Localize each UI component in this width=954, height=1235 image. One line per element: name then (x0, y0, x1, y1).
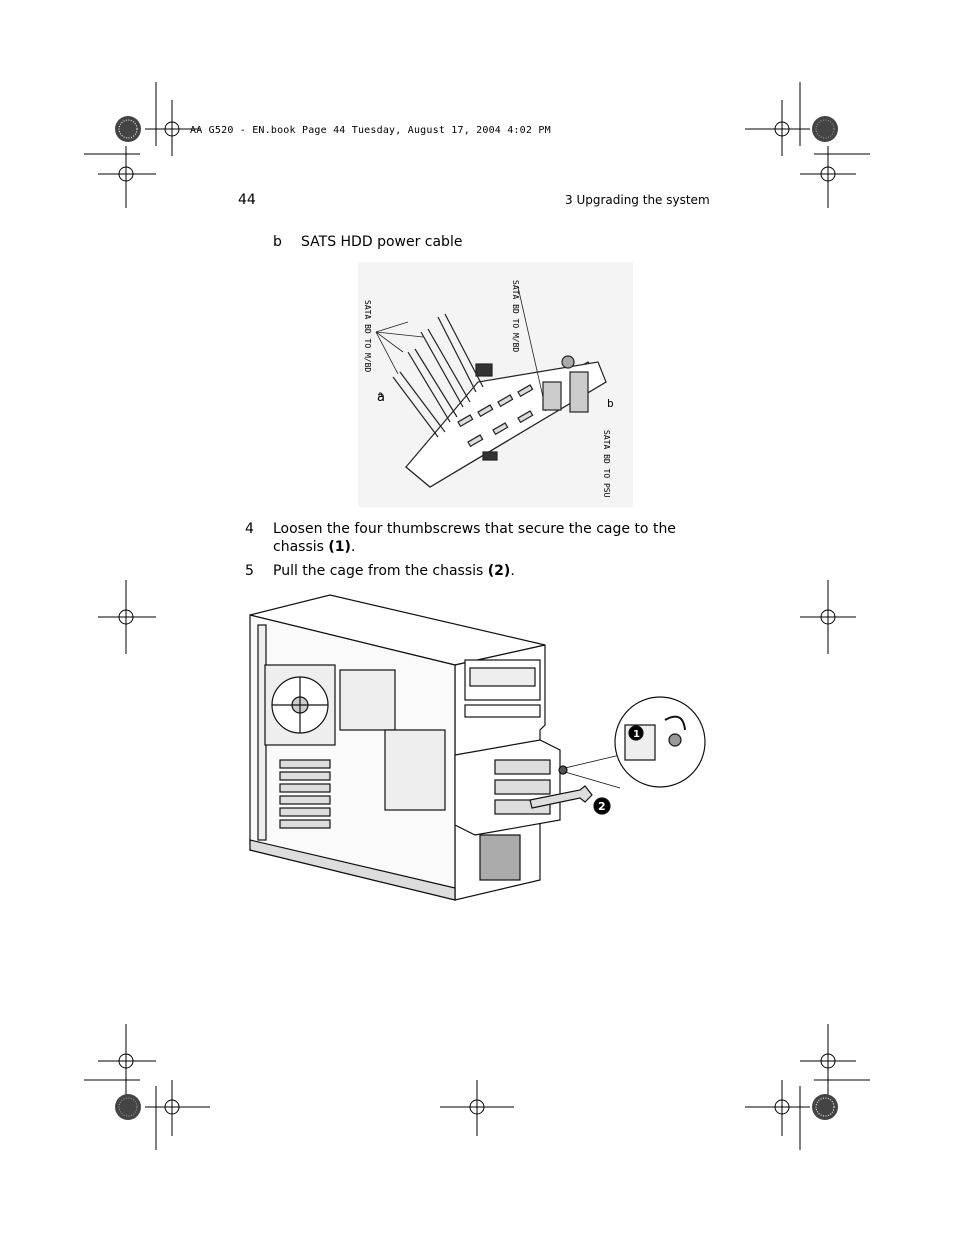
step-number: 4 (245, 521, 254, 537)
sata-backplane-figure: a b SATA BD TO M/BD SATA BD TO M/BD SATA… (358, 262, 633, 507)
step-4: 4 Loosen the four thumbscrews that secur… (245, 520, 725, 560)
callout-2: 2 (598, 800, 606, 813)
registration-target (115, 116, 838, 1120)
vertical-label-left: SATA BD TO M/BD (363, 300, 372, 372)
chassis-figure: 1 2 (249, 594, 706, 901)
step-text: Pull the cage from the chassis (2). (273, 563, 515, 579)
print-header: AA G520 - EN.book Page 44 Tuesday, Augus… (190, 125, 551, 136)
vertical-label-top: SATA BD TO M/BD (511, 280, 520, 352)
running-head: 3 Upgrading the system (565, 193, 710, 207)
a-label: a (378, 390, 383, 399)
vertical-label-right: SATA BD TO PSU (602, 430, 611, 498)
callout-1: 1 (633, 729, 640, 740)
step-number: 5 (245, 563, 254, 579)
page-number: 44 (238, 192, 256, 208)
figure1-a-label: a (377, 390, 385, 405)
b-label: b (607, 397, 614, 410)
sub-item-text: SATS HDD power cable (301, 234, 463, 250)
sub-item-letter: b (273, 234, 282, 250)
step-5: 5 Pull the cage from the chassis (2). (245, 562, 725, 582)
step-text: Loosen the four thumbscrews that secure … (273, 521, 676, 555)
sub-item: b SATS HDD power cable (273, 234, 462, 250)
